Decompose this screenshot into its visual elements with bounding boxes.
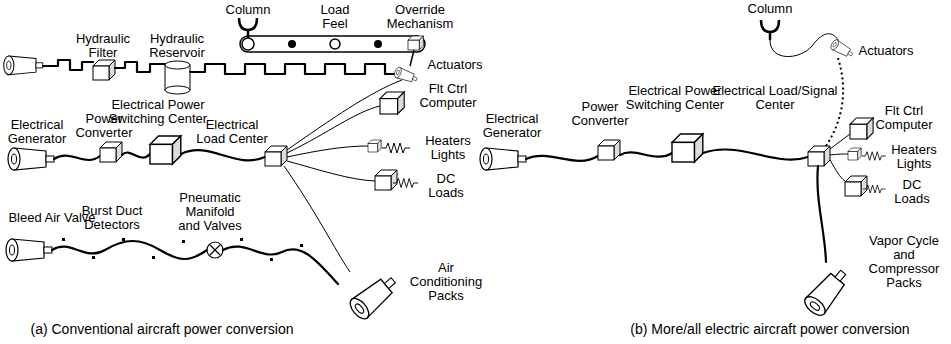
electrical-line [8, 80, 418, 272]
pneumatic-line [6, 238, 401, 322]
part-label: Heaters Lights [420, 134, 476, 162]
caption: (a) Conventional aircraft power conversi… [2, 322, 322, 336]
part-label: Pneumatic Manifold and Valves [174, 191, 246, 233]
part-label: Actuators [851, 44, 921, 58]
part-label: Column [218, 3, 278, 17]
electric-aircraft-line [480, 20, 886, 319]
part-label: Flt Ctrl Computer [415, 82, 481, 110]
part-label: Vapor Cycle and Compressor Packs [863, 234, 945, 290]
part-label: DC Loads [424, 172, 468, 200]
caption: (b) More/all electric aircraft power con… [600, 322, 940, 336]
part-label: Electrical Generator [2, 118, 72, 146]
part-label: Hydraulic Reservoir [144, 32, 210, 60]
part-label: Load Feel [315, 3, 355, 31]
part-label: Electrical Load/Signal Center [707, 84, 843, 112]
part-label: Electrical Generator [477, 112, 547, 140]
part-label: Heaters Lights [886, 143, 942, 171]
part-label: Hydraulic Filter [70, 32, 136, 60]
hydraulic-line [4, 56, 398, 94]
part-label: Air Conditioning Packs [405, 261, 487, 303]
part-label: DC Loads [890, 178, 934, 206]
part-label: Power Converter [565, 100, 635, 128]
part-label: Burst Duct Detectors [76, 204, 148, 232]
part-label: Power Converter [69, 112, 139, 140]
part-label: Electrical Load Center [192, 118, 272, 146]
part-label: Override Mechanism [381, 3, 459, 31]
part-label: Actuators [420, 58, 490, 72]
part-label: Column [740, 2, 800, 16]
part-label: Flt Ctrl Computer [871, 104, 937, 132]
